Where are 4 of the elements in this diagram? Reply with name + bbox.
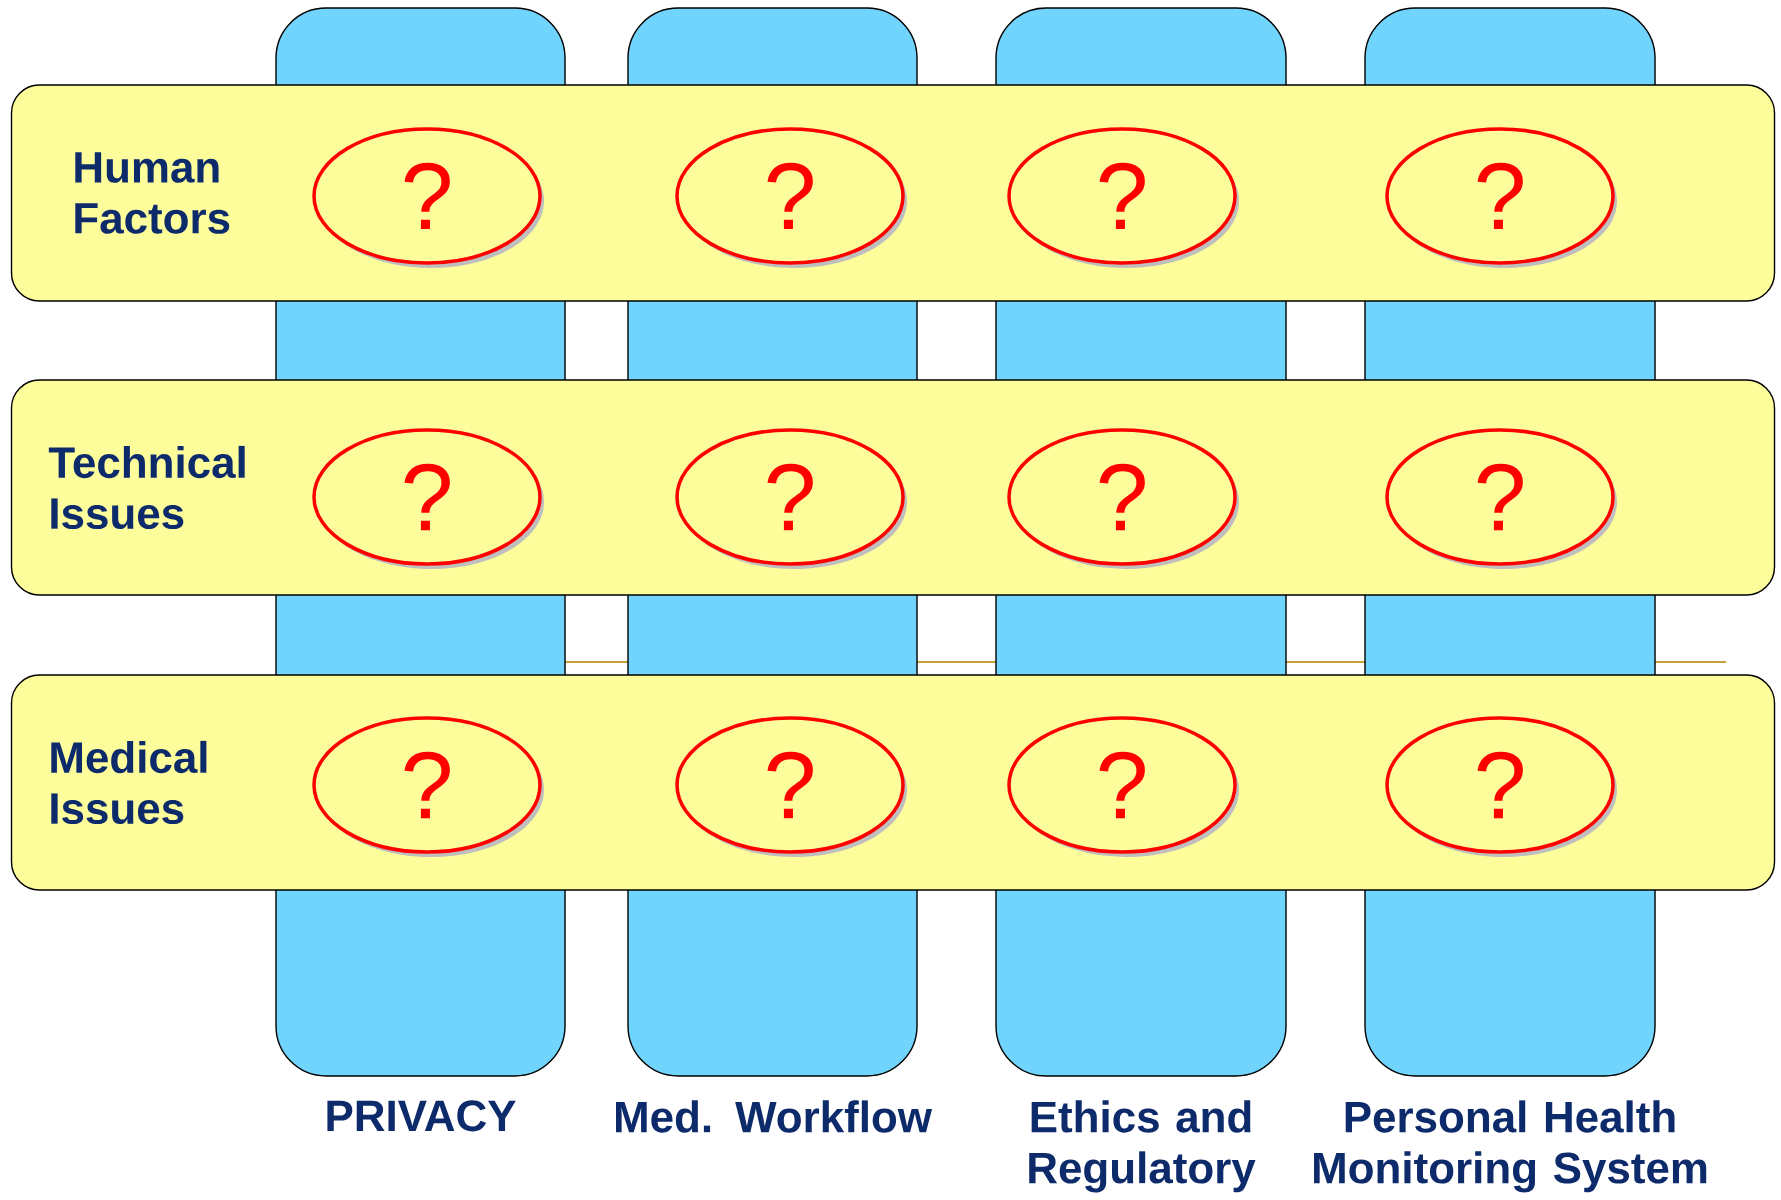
column-label: PRIVACY [327, 1100, 516, 1132]
column-label: Personal Health Monitoring System [1314, 1100, 1707, 1193]
column-label: Med. Workflow [616, 1100, 933, 1133]
column-label: Ethics and Regulatory [1029, 1100, 1256, 1193]
